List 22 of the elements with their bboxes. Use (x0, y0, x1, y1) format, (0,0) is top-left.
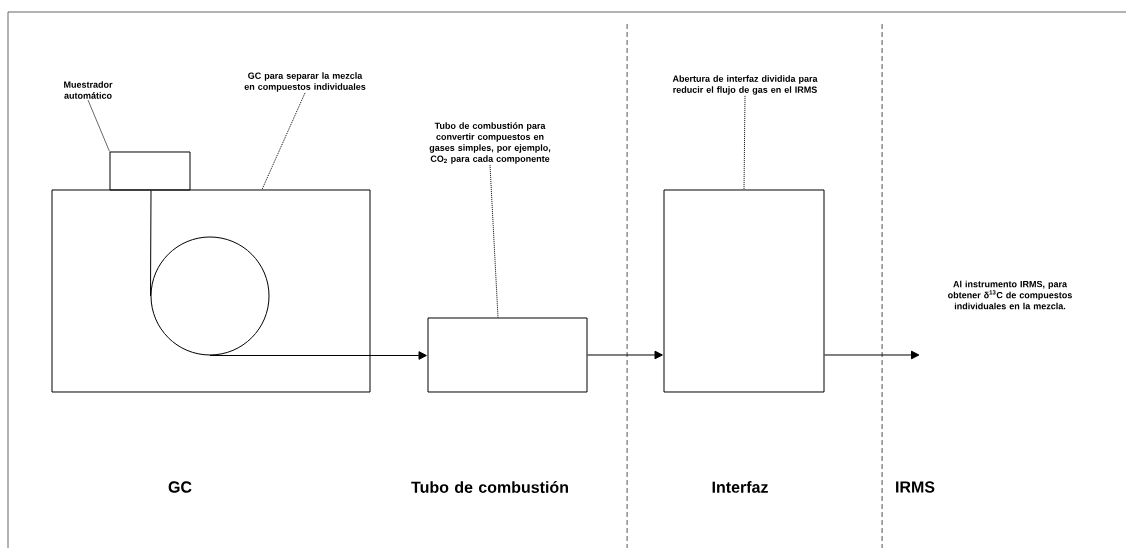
flow-arrow (209, 351, 427, 360)
instrument-box (427, 317, 588, 393)
flow-arrow (824, 350, 920, 360)
connector-line (150, 190, 152, 297)
instrument-box (663, 189, 825, 393)
leader-line (743, 95, 746, 190)
flow-arrow (587, 350, 663, 360)
instrument-box (109, 151, 191, 191)
note-text: Al instrumento IRMS, para obtener δ$^{13}$C de compuestos individuales en la mezcla. (948, 280, 1072, 310)
section-label: IRMS (896, 481, 935, 493)
section-label: GC (168, 481, 192, 493)
instrument-box (51, 189, 371, 393)
column-coil (150, 236, 270, 356)
callout-text: Muestrador automático (64, 81, 113, 99)
leader-line (261, 92, 306, 190)
section-label: Interfaz (712, 481, 768, 493)
leader-line (489, 164, 499, 318)
leader-line (87, 99, 110, 152)
callout-text: GC para separar la mezcla en compuestos individuales (244, 72, 366, 92)
section-label: Tubo de combustión (411, 481, 568, 493)
callout-text: Tubo de combustión para convertir compuestos en gases simples, por ejemplo, CO$_{2}$ para cada componente (429, 122, 551, 164)
callout-text: Abertura de interfaz dividida para reducir el flujo de gas en el IRMS (672, 75, 818, 95)
